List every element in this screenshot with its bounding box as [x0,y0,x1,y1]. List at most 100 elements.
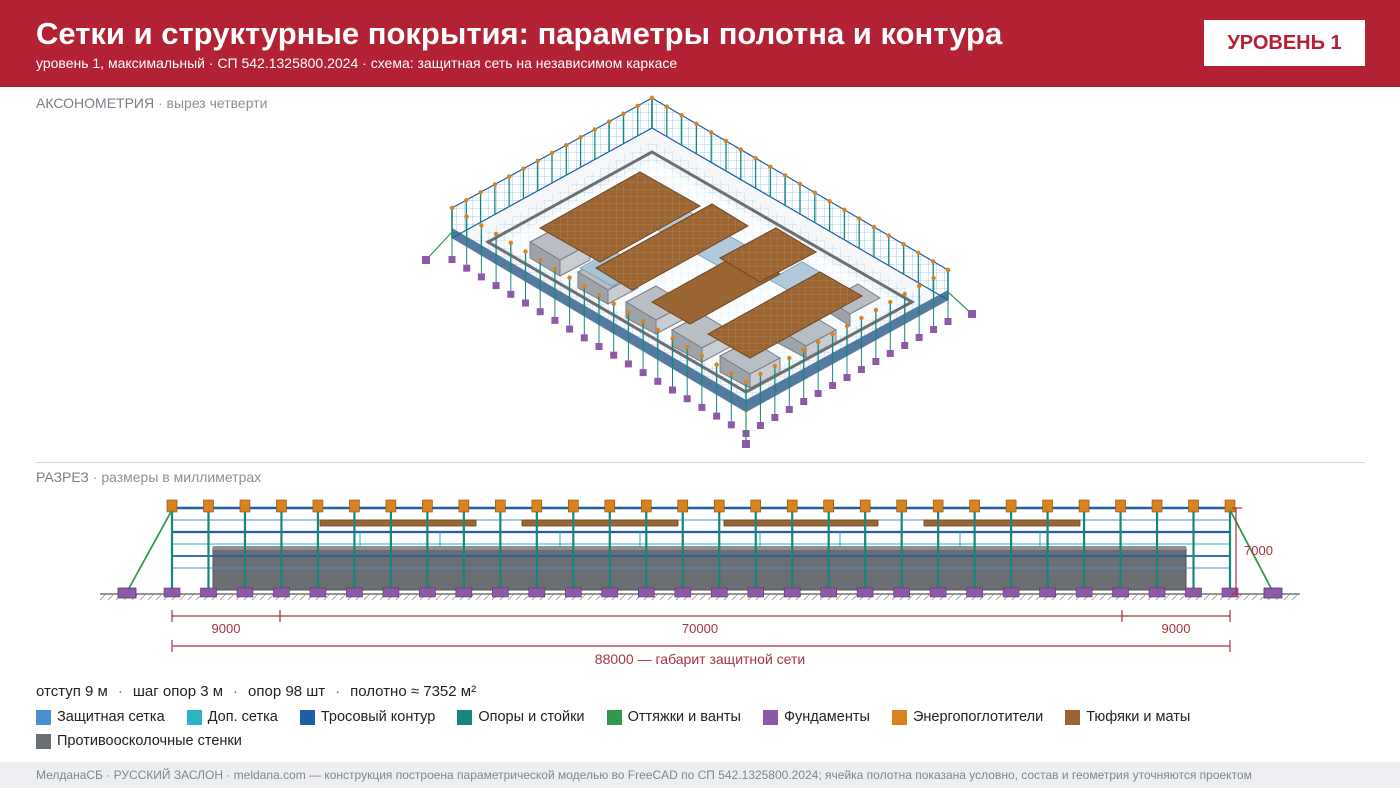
axonometry-subtitle: · вырез четверти [154,95,268,111]
ground-hatch-stroke [587,593,595,601]
axo-foundation [477,273,485,281]
axo-foundation [536,308,544,316]
axo-energy-absorber [871,224,877,230]
ground-hatch-stroke [155,593,163,601]
legend-label: Тюфяки и маты [1086,709,1191,725]
ground-hatch-stroke [691,593,699,601]
ground-hatch-stroke [291,593,299,601]
axo-energy-absorber [582,284,587,289]
axo-energy-absorber [815,339,821,345]
axo-energy-absorber [743,379,749,385]
ground-hatch-stroke [651,593,659,601]
ground-hatch-stroke [995,593,1003,601]
foundation-block [419,587,436,598]
axo-energy-absorber [827,199,832,204]
energy-absorber [786,499,798,513]
axo-energy-absorber [564,142,569,148]
axo-energy-absorber [844,323,850,329]
foundation-block [382,587,400,598]
axo-energy-absorber [888,299,893,305]
energy-absorber [1151,499,1163,513]
axo-foundation [756,422,764,429]
ground-hatch-stroke [363,593,371,601]
ground-hatch-stroke [987,593,995,601]
energy-absorber [312,499,324,513]
energy-mats [538,171,864,359]
foundation-block [710,587,728,598]
ground-hatch-stroke [507,593,515,601]
foundation-block [492,587,509,598]
header-bar: Сетки и структурные покрытия: параметры … [0,0,1400,87]
axo-foundation [595,343,603,350]
axo-energy-absorber [797,181,803,187]
foundation-block [309,587,327,598]
ground-hatch-stroke [555,593,563,601]
energy-absorber [640,499,652,513]
legend-label: Тросовый контур [320,709,436,725]
dim-middle-label: 70000 [682,621,718,636]
ground-hatch-stroke [1171,593,1179,601]
axo-energy-absorber [931,259,936,264]
axo-energy-absorber [478,190,483,195]
ground-hatch-stroke [835,593,843,601]
axo-energy-absorber [714,362,719,367]
ground-hatch-stroke [1163,593,1171,601]
height-dimension [1232,507,1242,595]
ground-hatch-stroke [803,593,811,601]
axo-foundation [944,318,952,325]
axo-foundation [551,316,559,324]
axo-foundation [771,414,779,421]
axo-energy-absorber [699,353,705,359]
foundation-block [565,587,582,598]
ground-hatch-stroke [699,593,707,601]
axo-energy-absorber [611,301,616,306]
foundation-block [1148,587,1166,598]
axo-energy-absorber [945,267,951,273]
axo-foundation [857,366,865,373]
legend-label: Фундаменты [784,709,870,725]
foundation-block [346,587,363,598]
energy-absorber [422,499,433,513]
ground-hatch-stroke [443,593,451,601]
axo-energy-absorber [649,95,655,101]
axo-energy-absorber [931,275,936,281]
ground-hatch-stroke [1211,593,1219,601]
axo-energy-absorber [640,318,646,324]
ground-hatch-stroke [219,593,227,601]
legend-item: Тюфяки и маты [1065,707,1190,727]
axonometry-label: АКСОНОМЕТРИЯ · вырез четверти [36,95,267,111]
axo-energy-absorber [753,156,758,161]
foundation-block [236,587,254,598]
energy-absorber [1005,499,1017,513]
section-label: РАЗРЕЗ · размеры в миллиметрах [36,469,261,485]
ground-hatch-stroke [979,593,987,601]
axo-foundation [580,334,588,342]
energy-absorber [239,499,251,513]
section-title: РАЗРЕЗ [36,469,89,485]
axo-energy-absorber [812,190,817,195]
axo-energy-absorber [578,135,583,140]
axo-foundation [639,369,647,377]
legend-label: Энергопоглотители [912,709,1044,725]
ground-hatch-stroke [875,593,883,601]
legend-swatch [1065,709,1081,725]
axo-energy-absorber [523,249,528,254]
foundation-block [966,587,983,598]
axo-energy-absorber [508,240,513,245]
energy-absorber [713,499,725,513]
axo-energy-absorber [857,216,862,221]
axo-energy-absorber [635,103,640,109]
ground-hatch-stroke [1091,593,1099,601]
axo-energy-absorber [596,292,602,298]
ground-hatch-stroke [1059,593,1067,601]
wall-cap [213,546,1186,550]
foundation-block [528,587,546,598]
axo-foundation [683,395,691,403]
axo-energy-absorber [902,291,907,297]
ground-hatch-stroke [731,593,739,601]
section-mats [319,519,1081,527]
ground-hatch-stroke [579,593,587,601]
foundation-block [783,587,801,598]
section-supports [163,499,1239,598]
